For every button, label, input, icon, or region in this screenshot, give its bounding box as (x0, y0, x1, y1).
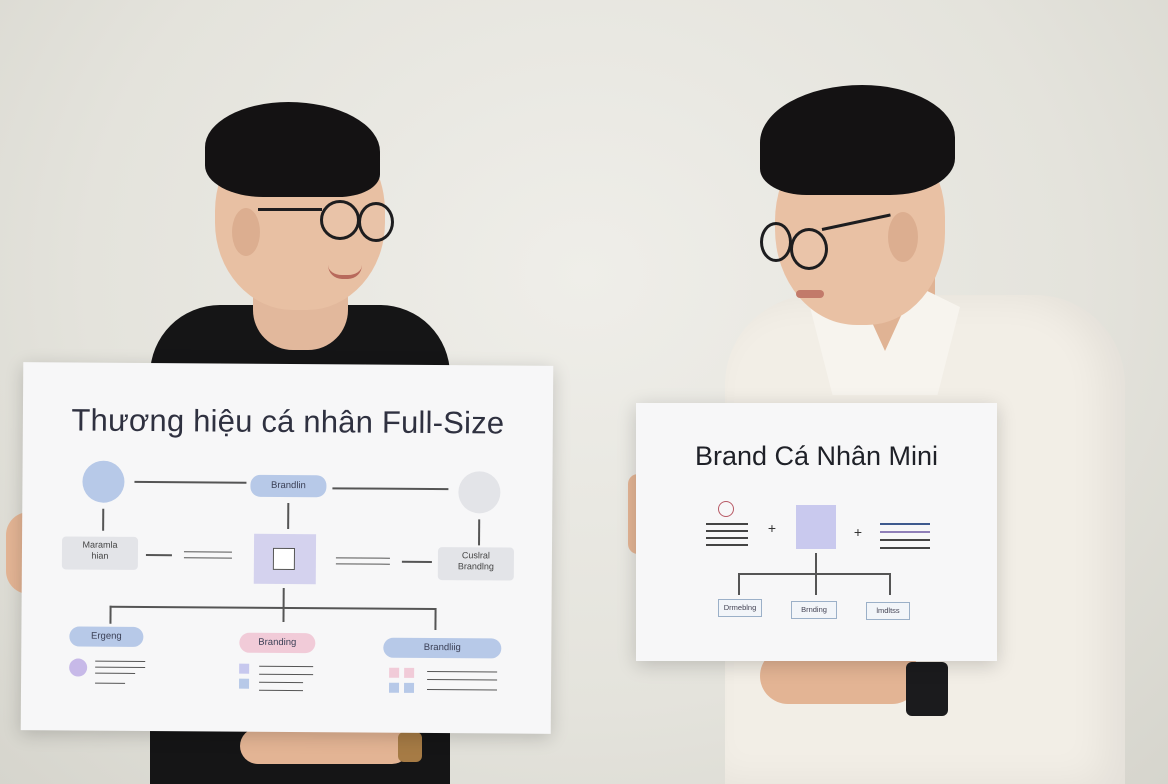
ear (232, 208, 260, 256)
text-line (880, 539, 930, 541)
circle-node (458, 471, 501, 514)
text-line (95, 660, 146, 663)
branch-line (109, 605, 436, 610)
text-line (335, 557, 390, 559)
node-left: Maramla hian (61, 536, 139, 570)
arrow (738, 573, 740, 595)
arrow (134, 480, 247, 484)
text-line (259, 689, 304, 692)
circle-node (82, 460, 125, 503)
text-line (95, 666, 146, 669)
square-node (796, 505, 836, 549)
wristwatch (906, 662, 948, 716)
bullet-square (403, 682, 415, 693)
hair (205, 102, 380, 197)
bullet-square (388, 682, 400, 693)
arrow (282, 587, 285, 622)
glasses-lens (320, 200, 360, 240)
glasses-lens (790, 228, 828, 270)
lips (796, 290, 824, 298)
arrow (401, 560, 432, 563)
glasses-lens (358, 202, 394, 242)
hair (760, 85, 955, 195)
text-line (259, 681, 304, 684)
text-line (706, 537, 748, 539)
text-line (427, 688, 498, 691)
smile (328, 265, 362, 279)
node-right: Cuslral Brandlng (437, 547, 515, 581)
text-line (183, 557, 232, 559)
bullet-square (239, 663, 250, 674)
bullet-circle (69, 658, 88, 677)
ear (888, 212, 918, 262)
bullet-square (404, 667, 415, 678)
text-line (706, 544, 748, 546)
text-line (183, 551, 232, 553)
bullet-square (239, 678, 250, 689)
text-line (427, 678, 498, 681)
board-title: Brand Cá Nhân Mini (694, 441, 939, 471)
node-bottom-left: Ergeng (69, 626, 144, 647)
glasses-lens (760, 222, 792, 262)
text-line (880, 523, 930, 525)
arrow (145, 554, 172, 556)
plus-sign: + (767, 520, 777, 536)
text-line (427, 670, 498, 673)
text-line (880, 547, 930, 549)
right-hand (240, 728, 410, 764)
board-title: Thương hiệu cá nhân Full-Size (71, 402, 505, 441)
mini-board: Brand Cá Nhân Mini + + Drmeblng Brnding … (636, 403, 997, 661)
arrow (102, 508, 104, 531)
arrow (287, 503, 289, 530)
text-line (95, 682, 126, 684)
node-bottom-center: Branding (239, 632, 316, 654)
arrow (434, 608, 437, 631)
bullet-circle (718, 501, 734, 517)
node-bottom-right: Brandliig (383, 637, 502, 659)
glasses-arm (258, 208, 322, 211)
text-line (259, 665, 314, 668)
text-line (706, 523, 748, 525)
box-1: Drmeblng (718, 599, 762, 617)
node-top-center: Brandlin (250, 474, 327, 498)
text-line (880, 531, 930, 533)
arrow (332, 487, 449, 490)
arrow (889, 573, 891, 595)
arrow (478, 519, 480, 546)
arrow (109, 605, 112, 624)
square-node (253, 533, 317, 585)
text-line (95, 672, 136, 674)
text-line (335, 563, 390, 565)
box-2: Brnding (791, 601, 837, 619)
full-size-board: Thương hiệu cá nhân Full-Size Brandlin M… (20, 362, 554, 734)
branch-line (738, 573, 890, 575)
plus-sign: + (853, 524, 863, 540)
text-line (706, 530, 748, 532)
box-3: lmdltss (866, 602, 910, 620)
bullet-square (389, 667, 400, 678)
text-line (259, 673, 314, 676)
wooden-bracelet (398, 732, 422, 762)
